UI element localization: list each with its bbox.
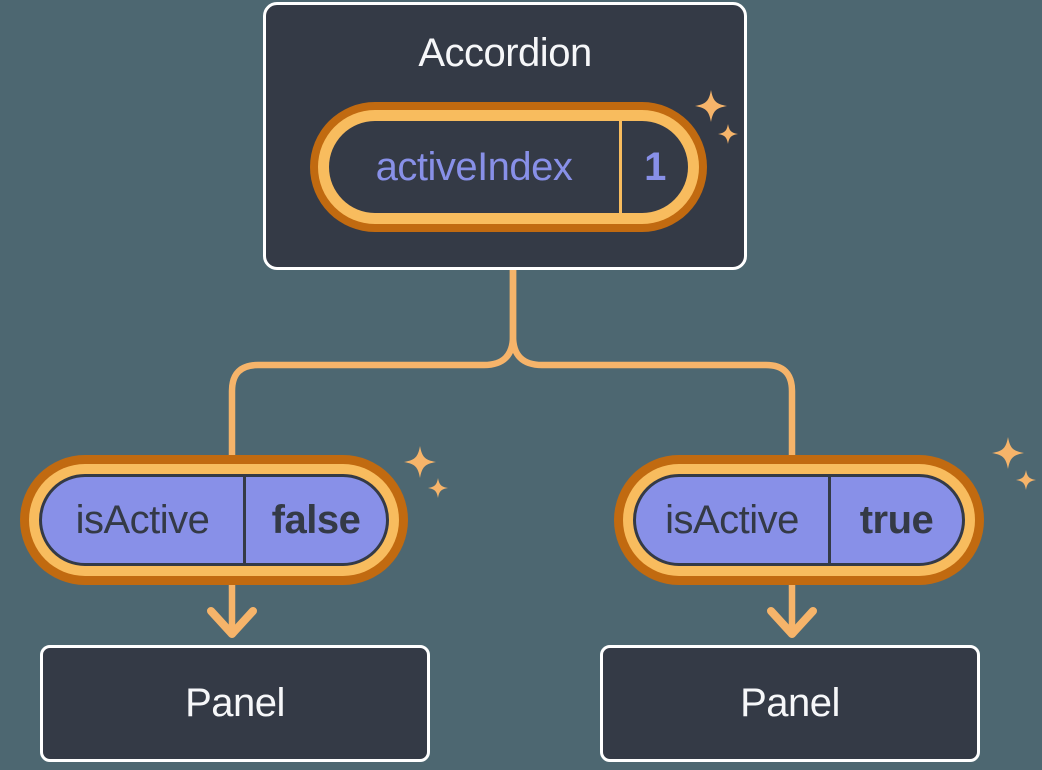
sparkle-icon [428, 478, 448, 498]
pill-divider [619, 121, 622, 213]
arrow-down-icon [767, 607, 817, 638]
is-active-label: isActive [665, 497, 799, 542]
is-active-label: isActive [75, 497, 210, 542]
sparkle-icon [1016, 470, 1036, 490]
is-active-value: false [271, 497, 361, 542]
pill-divider [828, 477, 831, 563]
is-active-value: true [859, 497, 934, 542]
is-active-pill-left: isActive false [39, 474, 389, 566]
active-index-value: 1 [644, 144, 666, 189]
accordion-title: Accordion [418, 31, 592, 75]
panel-label: Panel [740, 681, 840, 725]
connector-line-right [509, 270, 796, 630]
panel-box-left: Panel [40, 645, 430, 762]
panel-box-right: Panel [600, 645, 980, 762]
panel-label: Panel [185, 681, 285, 725]
arrow-down-icon [207, 607, 257, 638]
active-index-label: activeIndex [375, 144, 573, 189]
is-active-pill-right: isActive true [633, 474, 965, 566]
sparkle-icon [404, 446, 436, 478]
connector-line-left [228, 270, 517, 630]
active-index-pill: activeIndex 1 [329, 121, 688, 213]
sparkle-icon [992, 437, 1024, 469]
